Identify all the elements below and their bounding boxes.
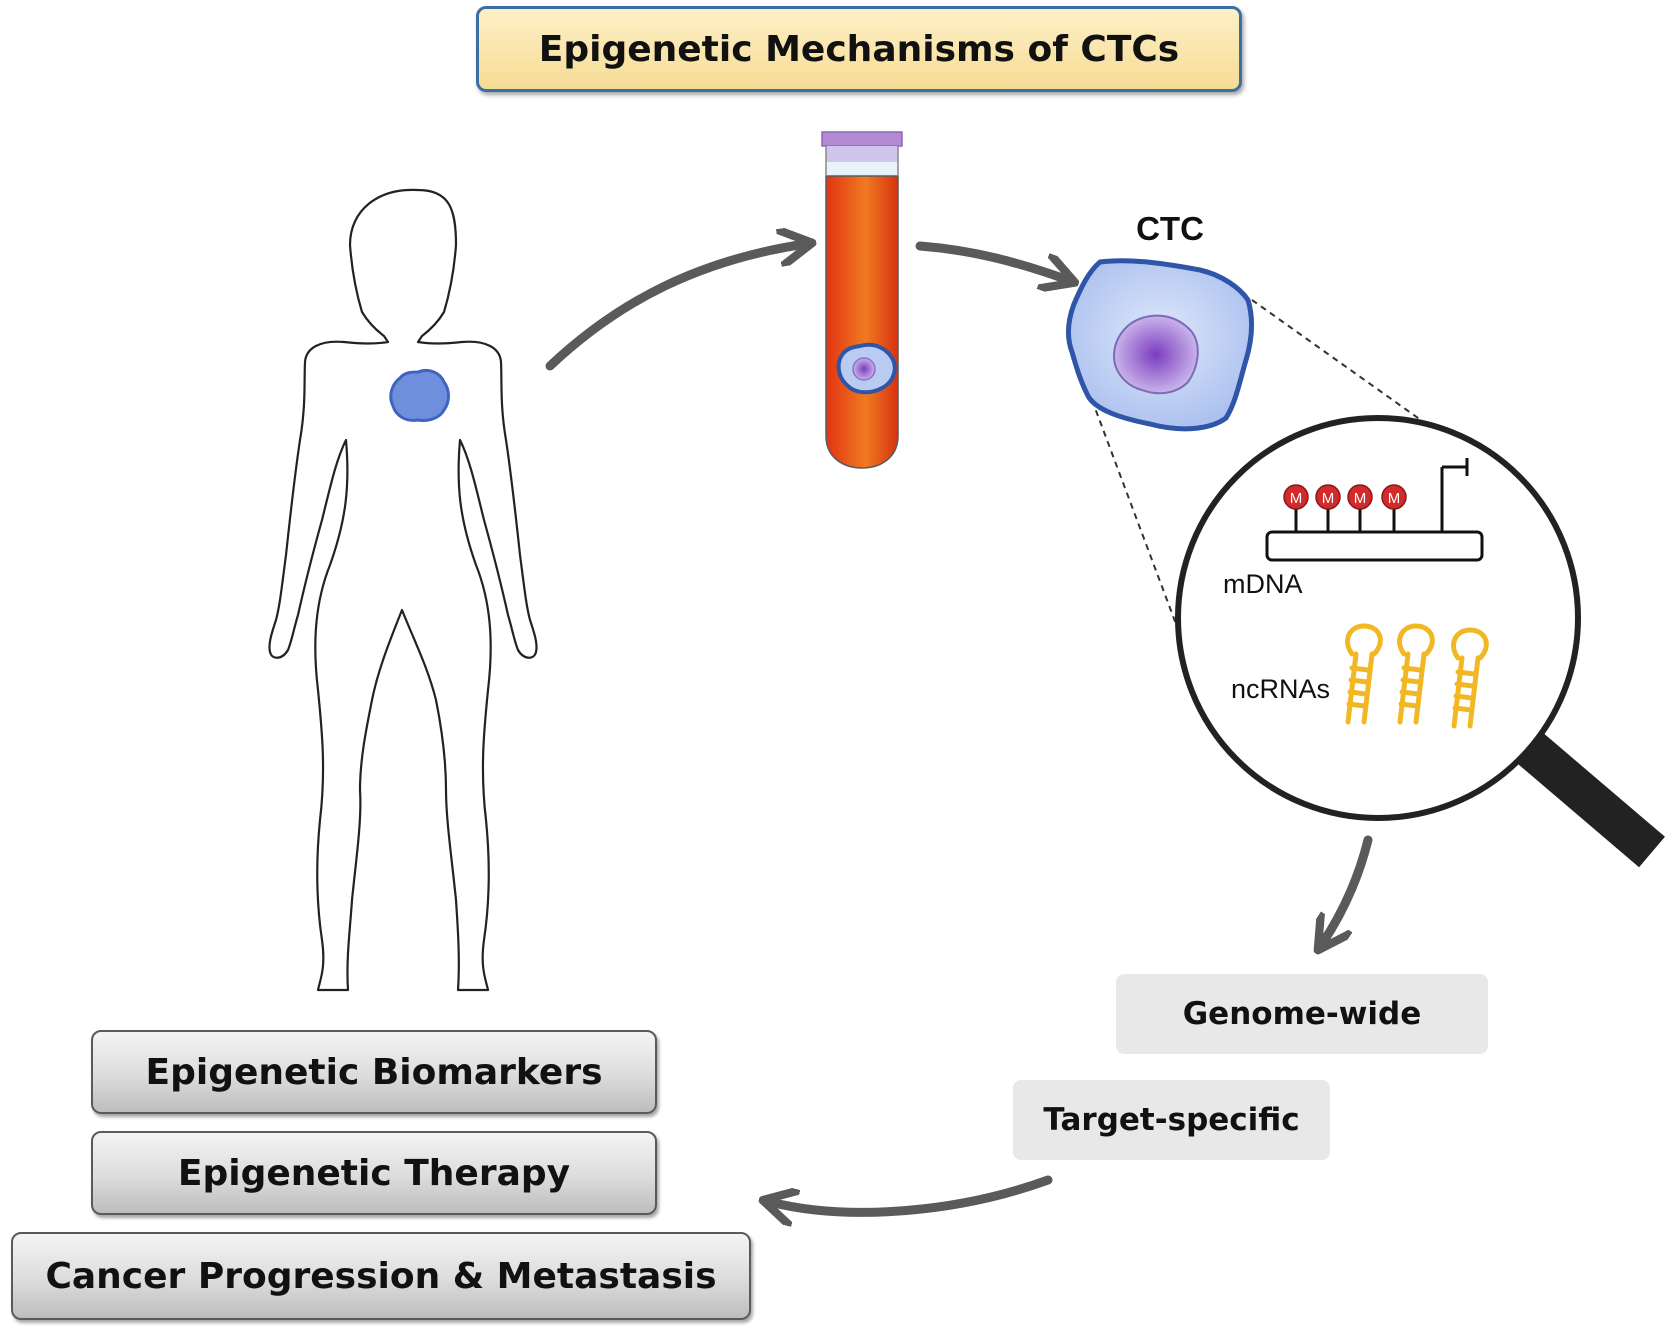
magnifier-lens <box>1175 415 1581 821</box>
cancer-progression-box: Cancer Progression & Metastasis <box>11 1232 751 1320</box>
svg-text:M: M <box>1322 490 1335 507</box>
title-banner: Epigenetic Mechanisms of CTCs <box>476 6 1242 92</box>
ctc-cell <box>1065 258 1255 432</box>
arrow-target-to-stack <box>770 1175 1053 1212</box>
arrow-body-to-tube <box>545 244 805 371</box>
arrow-tube-to-ctc <box>915 241 1068 280</box>
arrow-magnifier-to-genome <box>1322 835 1373 944</box>
methyl-mark: M <box>1283 484 1309 532</box>
zoom-line-lower <box>1091 399 1183 641</box>
target-specific-tag: Target-specific <box>1013 1080 1330 1160</box>
svg-text:M: M <box>1388 490 1401 507</box>
ncrna-hairpin <box>1397 623 1435 725</box>
genome-wide-tag: Genome-wide <box>1116 974 1488 1054</box>
methylation-marks: M M M M <box>1283 484 1407 532</box>
epigenetic-therapy-box: Epigenetic Therapy <box>91 1131 657 1215</box>
epigenetic-biomarkers-box: Epigenetic Biomarkers <box>91 1030 657 1114</box>
magnifier-handle <box>1517 732 1665 868</box>
tumor-blob <box>389 368 450 422</box>
methyl-mark: M <box>1347 484 1373 532</box>
ncrna-hairpins <box>1345 623 1489 729</box>
human-silhouette <box>268 188 538 992</box>
title-text: Epigenetic Mechanisms of CTCs <box>538 28 1180 70</box>
ctc-label: CTC <box>1136 210 1204 247</box>
blood-tube <box>821 131 903 469</box>
svg-text:M: M <box>1354 490 1367 507</box>
methyl-mark: M <box>1315 484 1341 532</box>
dna-strand <box>1265 458 1484 562</box>
tube-ctc-cell <box>836 342 897 395</box>
ncrna-hairpin <box>1345 623 1383 725</box>
svg-text:M: M <box>1290 490 1303 507</box>
zoom-line-upper <box>1251 299 1433 429</box>
methyl-mark: M <box>1381 484 1407 532</box>
ncrna-hairpin <box>1451 627 1489 729</box>
mdna-label: mDNA <box>1223 569 1303 599</box>
ncrnas-label: ncRNAs <box>1231 674 1330 704</box>
